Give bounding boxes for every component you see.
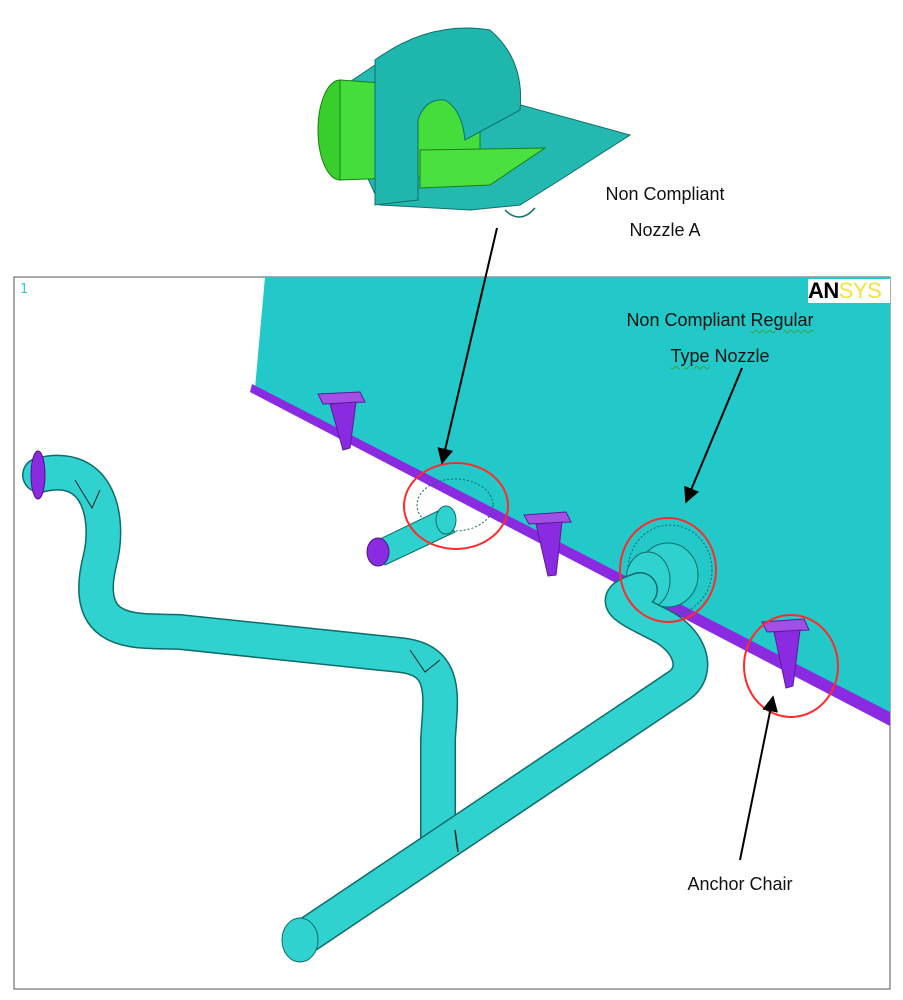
callout-regular-line1-prefix: Non Compliant (626, 310, 751, 330)
callout-nozzle-a-line1: Non Compliant (605, 184, 725, 204)
anchor-chair-2 (523, 511, 572, 577)
anchor-chair-1 (317, 391, 366, 451)
callout-anchor-chair-text: Anchor Chair (687, 874, 793, 894)
arrow-regular-nozzle (684, 367, 743, 504)
pipe-inlet-opening (30, 450, 46, 500)
pipe-end-cap (281, 917, 319, 963)
highlight-circle-anchor-chair (743, 614, 839, 718)
closeup-half-disk (374, 27, 522, 206)
ansys-logo: ANSYS (808, 279, 890, 303)
nozzle-a-opening (366, 537, 390, 567)
viewport-number: 1 (20, 282, 28, 297)
piping (22, 454, 709, 958)
highlight-circle-nozzle-a (403, 462, 509, 550)
callout-regular-line2-suffix: Nozzle (709, 346, 770, 366)
callout-regular-nozzle: Non Compliant Regular Type Nozzle (580, 302, 860, 374)
pipe-weld-mark-1 (74, 479, 101, 510)
closeup-nozzle-tip (504, 207, 536, 218)
tank-shell (255, 277, 890, 715)
nozzle-a-closeup (317, 27, 632, 218)
highlight-circle-regular-nozzle (619, 517, 717, 623)
pipe-weld-mark-3 (454, 829, 459, 853)
arrow-nozzle-a (437, 227, 498, 465)
closeup-inner-slot (419, 147, 547, 189)
arrow-anchor-chair (739, 695, 778, 861)
callout-regular-line1-flagged: Regular (750, 310, 814, 330)
logo-part-2: SYS (838, 278, 882, 303)
callout-nozzle-a: Non Compliant Nozzle A (570, 176, 760, 248)
callout-regular-line1: Non Compliant Regular (580, 302, 860, 338)
callout-regular-line2-flagged: Type (670, 346, 710, 366)
callout-nozzle-a-line2: Nozzle A (629, 220, 701, 240)
base-plate (250, 384, 890, 726)
logo-part-1: AN (808, 278, 839, 303)
anchor-chair-3 (761, 618, 810, 689)
callout-regular-line2: Type Nozzle (580, 338, 860, 374)
pipe-weld-mark-2 (409, 649, 441, 673)
nozzle-a (366, 478, 494, 567)
callout-anchor-chair: Anchor Chair (650, 866, 830, 902)
